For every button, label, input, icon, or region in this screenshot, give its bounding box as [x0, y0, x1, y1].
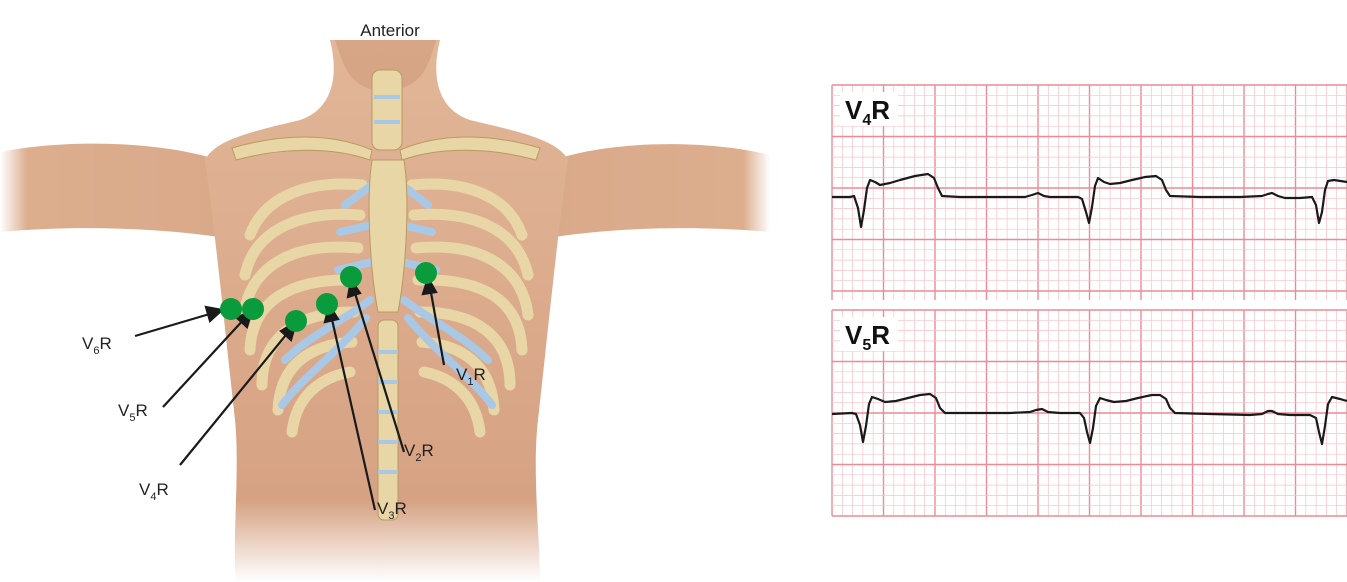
electrode-v5r	[242, 298, 264, 320]
electrode-v4r	[285, 310, 307, 332]
left-arm	[548, 144, 770, 238]
electrode-v2r	[340, 266, 362, 288]
arrow-v6r	[135, 313, 213, 336]
ecg-grid-v5r	[832, 310, 1347, 516]
electrode-v3r	[316, 293, 338, 315]
arrowhead-v6r	[206, 307, 222, 321]
ecg-strip-v4r: V4R	[832, 85, 1347, 300]
label-v5r: V5R	[118, 401, 148, 424]
label-v6r: V6R	[82, 334, 112, 357]
ecg-strip-v5r: V5R	[832, 310, 1347, 516]
sternum	[369, 160, 407, 312]
view-label: Anterior	[360, 21, 420, 40]
label-v4r: V4R	[139, 480, 169, 503]
electrode-v1r	[415, 262, 437, 284]
electrode-v6r	[220, 298, 242, 320]
right-arm	[0, 144, 225, 238]
